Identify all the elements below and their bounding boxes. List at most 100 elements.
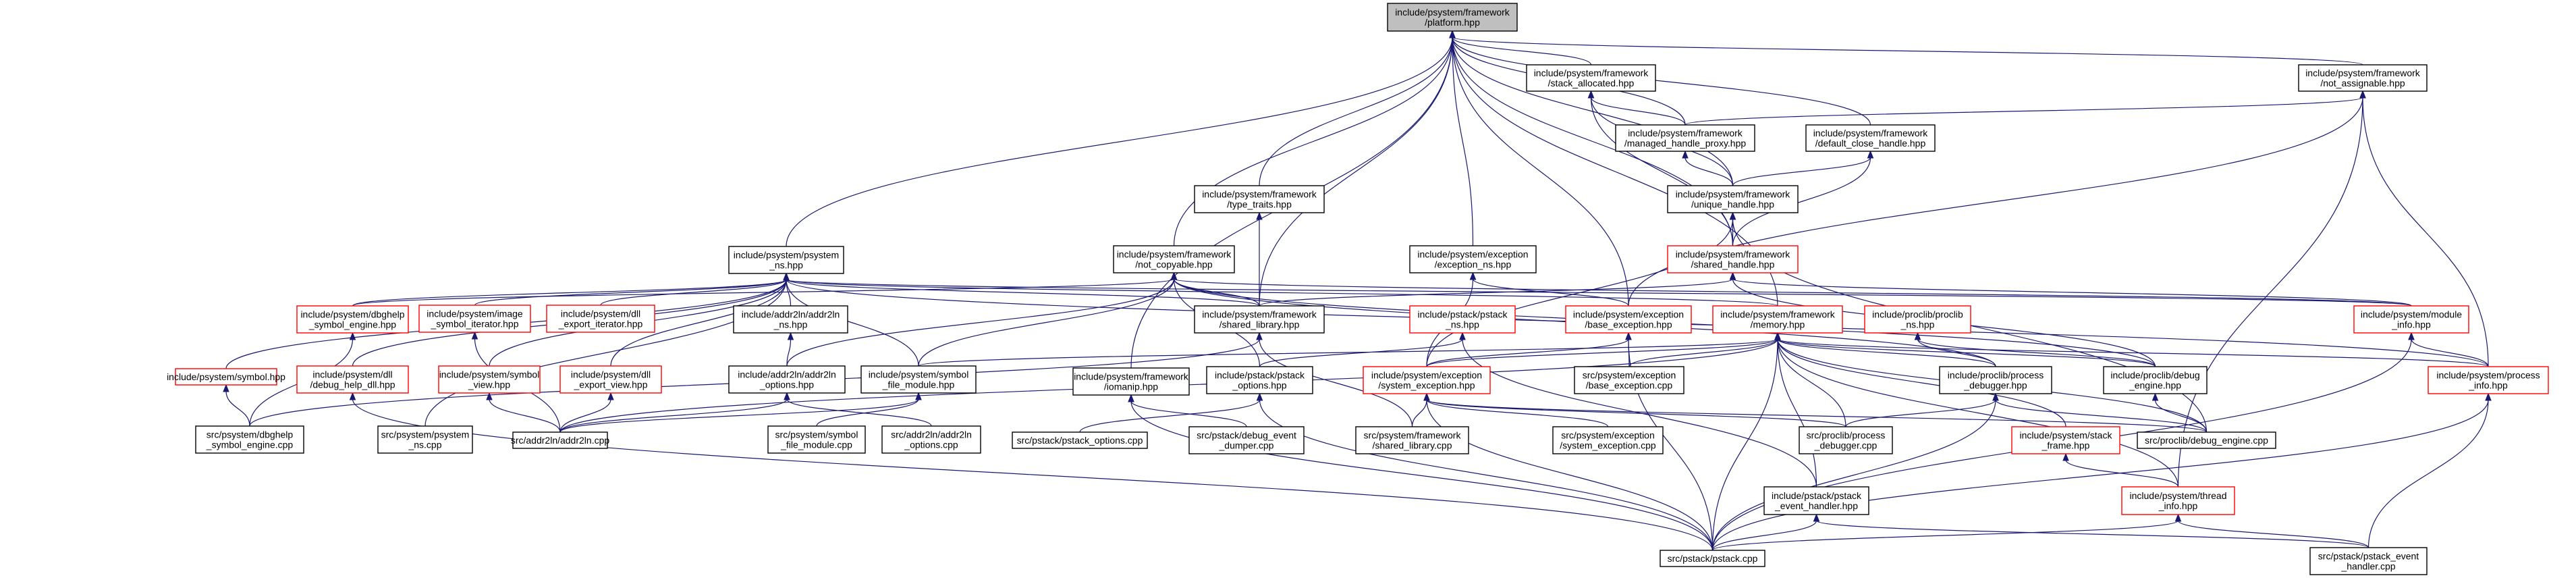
node-addr2ln-ns[interactable]: include/addr2ln/addr2ln_ns.hpp — [733, 305, 848, 334]
node-box[interactable] — [1409, 305, 1516, 334]
node-box[interactable] — [1667, 185, 1799, 213]
node-box[interactable] — [1194, 185, 1325, 213]
node-stack-allocated[interactable]: include/psystem/framework/stack_allocate… — [1526, 64, 1656, 92]
node-exception-ns[interactable]: include/psystem/exception/exception_ns.h… — [1409, 245, 1537, 273]
node-process-debugger-cpp[interactable]: src/proclib/process_debugger.cpp — [1799, 426, 1893, 454]
node-box[interactable] — [1574, 366, 1684, 394]
node-system-exception-hpp[interactable]: include/psystem/exception/system_excepti… — [1363, 366, 1491, 394]
node-pstack-event-handler-hpp[interactable]: include/pstack/pstack_event_handler.hpp — [1763, 486, 1869, 515]
node-box[interactable] — [1194, 305, 1325, 334]
node-box[interactable] — [418, 305, 531, 333]
node-box[interactable] — [1188, 426, 1305, 454]
node-box[interactable] — [546, 305, 655, 333]
node-platform[interactable]: include/psystem/framework/platform.hpp — [1387, 3, 1518, 32]
node-type-traits[interactable]: include/psystem/framework/type_traits.hp… — [1194, 185, 1325, 213]
node-box[interactable] — [2428, 366, 2549, 394]
node-dll-export-iterator[interactable]: include/psystem/dll_export_iterator.hpp — [546, 305, 655, 333]
node-box[interactable] — [1660, 550, 1765, 567]
node-box[interactable] — [2309, 547, 2428, 575]
node-box[interactable] — [296, 365, 409, 394]
node-psystem-ns[interactable]: include/psystem/psystem_ns.hpp — [728, 246, 844, 274]
node-image-symbol-iterator[interactable]: include/psystem/image_symbol_iterator.hp… — [418, 305, 531, 333]
node-base-exception[interactable]: include/psystem/exception/base_exception… — [1565, 305, 1692, 334]
node-box[interactable] — [1805, 124, 1936, 152]
node-shared-library-hpp[interactable]: include/psystem/framework/shared_library… — [1194, 305, 1325, 334]
node-unique-handle[interactable]: include/psystem/framework/unique_handle.… — [1667, 185, 1799, 213]
node-shared-library-cpp[interactable]: src/psystem/framework/shared_library.cpp — [1355, 426, 1469, 454]
node-process-info[interactable]: include/psystem/process_info.hpp — [2428, 366, 2549, 394]
node-box[interactable] — [559, 365, 662, 394]
node-default-close-handle[interactable]: include/psystem/framework/default_close_… — [1805, 124, 1936, 152]
node-lomanip[interactable]: include/psystem/framework/iomanip.hpp — [1072, 367, 1190, 396]
node-symbol-view[interactable]: include/psystem/symbol_view.hpp — [438, 365, 541, 394]
node-box[interactable] — [1864, 305, 1971, 334]
node-base-exception-cpp[interactable]: src/psystem/exception/base_exception.cpp — [1574, 366, 1684, 394]
node-debug-engine-hpp[interactable]: include/proclib/debug_engine.hpp — [2103, 366, 2208, 394]
node-box[interactable] — [2103, 366, 2208, 394]
node-box[interactable] — [2011, 426, 2120, 454]
node-process-debugger-hpp[interactable]: include/proclib/process_debugger.hpp — [1939, 366, 2052, 394]
node-addr2ln-cpp[interactable]: src/addr2ln/addr2ln.cpp — [511, 431, 610, 449]
node-box[interactable] — [1763, 486, 1869, 515]
node-debug-help-dll[interactable]: include/psystem/dll/debug_help_dll.hpp — [296, 365, 409, 394]
node-box[interactable] — [1939, 366, 2052, 394]
node-symbol-file-module-hpp[interactable]: include/psystem/symbol_file_module.hpp — [860, 365, 977, 394]
node-dbghelp-symbol-engine[interactable]: include/psystem/dbghelp_symbol_engine.hp… — [296, 305, 409, 334]
node-shared-handle[interactable]: include/psystem/framework/shared_handle.… — [1667, 245, 1799, 273]
node-box[interactable] — [2353, 305, 2469, 334]
node-pstack-cpp[interactable]: src/pstack/pstack.cpp — [1660, 550, 1765, 567]
node-stack-frame[interactable]: include/psystem/stack_frame.hpp — [2011, 426, 2120, 454]
node-not-copyable[interactable]: include/psystem/framework/not_copyable.h… — [1113, 245, 1235, 273]
node-pstack-options-hpp[interactable]: include/pstack/pstack_options.hpp — [1206, 366, 1313, 394]
node-box[interactable] — [512, 431, 608, 449]
node-box[interactable] — [1409, 245, 1537, 273]
node-pstack-event-handler-cpp[interactable]: src/pstack/pstack_event_handler.cpp — [2309, 547, 2428, 575]
node-box[interactable] — [1387, 3, 1518, 32]
node-box[interactable] — [175, 368, 277, 386]
node-box[interactable] — [1667, 245, 1799, 273]
node-box[interactable] — [860, 365, 977, 394]
node-box[interactable] — [1712, 305, 1843, 334]
node-box[interactable] — [377, 425, 473, 454]
node-pstack-ns[interactable]: include/pstack/pstack_ns.hpp — [1409, 305, 1516, 334]
node-symbol-hpp[interactable]: include/psystem/symbol.hpp — [167, 368, 285, 386]
node-dll-export-view[interactable]: include/psystem/dll_export_view.hpp — [559, 365, 662, 394]
node-debug-engine-cpp[interactable]: src/proclib/debug_engine.cpp — [2137, 431, 2276, 449]
node-box[interactable] — [1615, 124, 1755, 152]
node-proclib-ns[interactable]: include/proclib/proclib_ns.hpp — [1864, 305, 1971, 334]
node-managed-handle-proxy[interactable]: include/psystem/framework/managed_handle… — [1615, 124, 1755, 152]
node-box[interactable] — [1072, 367, 1190, 396]
node-box[interactable] — [2298, 64, 2428, 92]
node-pstack-options-cpp[interactable]: src/pstack/pstack_options.cpp — [1012, 431, 1148, 449]
node-box[interactable] — [1565, 305, 1692, 334]
node-addr2ln-options-hpp[interactable]: include/addr2ln/addr2ln_options.hpp — [728, 365, 846, 394]
node-dbghelp-symbol-engine-cpp[interactable]: src/psystem/dbghelp_symbol_engine.cpp — [195, 425, 304, 454]
node-memory[interactable]: include/psystem/framework/memory.hpp — [1712, 305, 1843, 334]
node-box[interactable] — [1363, 366, 1491, 394]
node-box[interactable] — [1012, 431, 1148, 449]
node-symbol-file-module-cpp[interactable]: src/psystem/symbol_file_module.cpp — [767, 425, 866, 454]
node-box[interactable] — [1113, 245, 1235, 273]
node-debug-event-dumper-cpp[interactable]: src/pstack/debug_event_dumper.cpp — [1188, 426, 1305, 454]
node-psystem-ns-cpp[interactable]: src/psystem/psystem_ns.cpp — [377, 425, 473, 454]
node-box[interactable] — [2121, 486, 2235, 515]
node-box[interactable] — [2137, 431, 2276, 449]
node-box[interactable] — [1799, 426, 1893, 454]
node-not-assignable[interactable]: include/psystem/framework/not_assignable… — [2298, 64, 2428, 92]
node-box[interactable] — [296, 305, 409, 334]
node-box[interactable] — [1552, 426, 1664, 454]
node-box[interactable] — [733, 305, 848, 334]
node-thread-info[interactable]: include/psystem/thread_info.hpp — [2121, 486, 2235, 515]
node-box[interactable] — [438, 365, 541, 394]
node-box[interactable] — [1206, 366, 1313, 394]
node-box[interactable] — [767, 425, 866, 454]
node-addr2ln-options-cpp[interactable]: src/addr2ln/addr2ln_options.cpp — [881, 425, 981, 454]
node-module-info[interactable]: include/psystem/module_info.hpp — [2353, 305, 2469, 334]
node-box[interactable] — [195, 425, 304, 454]
node-box[interactable] — [881, 425, 981, 454]
node-box[interactable] — [1355, 426, 1469, 454]
node-box[interactable] — [728, 246, 844, 274]
node-system-exception-cpp[interactable]: src/psystem/exception/system_exception.c… — [1552, 426, 1664, 454]
node-box[interactable] — [1526, 64, 1656, 92]
node-box[interactable] — [728, 365, 846, 394]
